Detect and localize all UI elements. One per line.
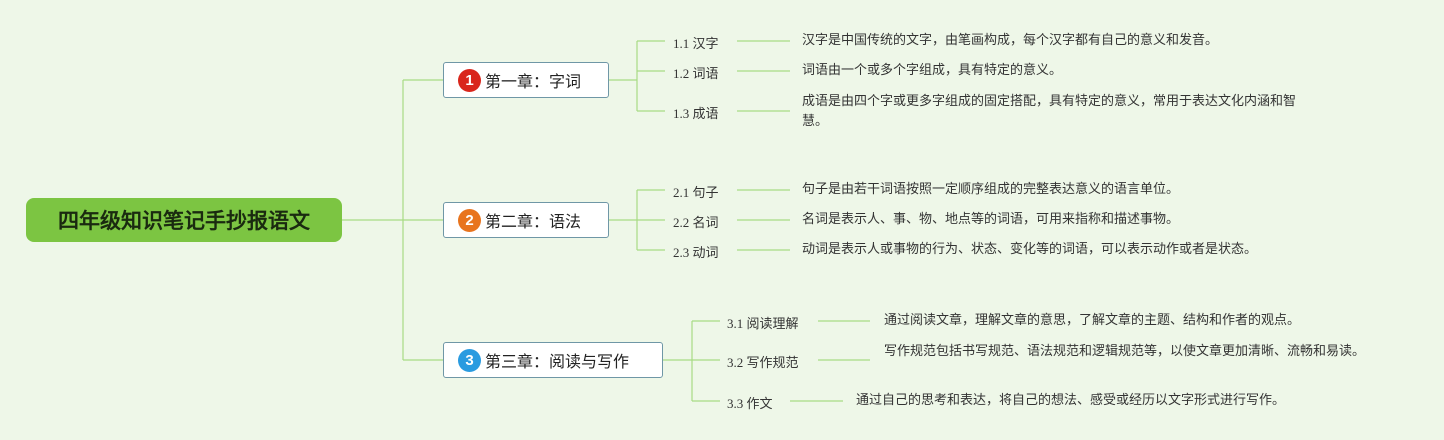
leaf-label[interactable]: 3.3 作文 (727, 396, 773, 411)
branch-title: 第一章：字词 (485, 72, 582, 91)
leaf-description: 成语是由四个字或更多字组成的固定搭配，具有特定的意义，常用于表达文化内涵和智慧。 (802, 94, 1297, 129)
leaf-description: 动词是表示人或事物的行为、状态、变化等的词语，可以表示动作或者是状态。 (802, 242, 1258, 257)
branch-title: 第二章：语法 (485, 212, 582, 231)
leaf-label[interactable]: 2.1 句子 (673, 185, 719, 200)
leaf-description: 写作规范包括书写规范、语法规范和逻辑规范等，以使文章更加清晰、流畅和易读。 (884, 344, 1366, 359)
branch-node-2[interactable]: 2 第二章：语法 (443, 202, 609, 238)
leaf-description: 句子是由若干词语按照一定顺序组成的完整表达意义的语言单位。 (802, 182, 1180, 197)
leaf-label[interactable]: 1.2 词语 (673, 66, 719, 81)
branch-node-3[interactable]: 3 第三章：阅读与写作 (443, 342, 663, 378)
number-badge-icon: 1 (458, 68, 481, 92)
leaf-label[interactable]: 3.2 写作规范 (727, 355, 799, 370)
leaf-label[interactable]: 2.3 动词 (673, 245, 719, 260)
leaf-label[interactable]: 1.1 汉字 (673, 36, 719, 51)
leaf-description: 汉字是中国传统的文字，由笔画构成，每个汉字都有自己的意义和发音。 (802, 33, 1219, 48)
leaf-label[interactable]: 2.2 名词 (673, 215, 719, 230)
root-node[interactable]: 四年级知识笔记手抄报语文 (26, 198, 342, 242)
number-badge-icon: 3 (458, 348, 481, 372)
number-badge-icon: 2 (458, 208, 481, 232)
branch-title: 第三章：阅读与写作 (485, 352, 630, 371)
leaf-description: 词语由一个或多个字组成，具有特定的意义。 (802, 63, 1063, 78)
leaf-label[interactable]: 3.1 阅读理解 (727, 316, 799, 331)
leaf-description: 通过阅读文章，理解文章的意思，了解文章的主题、结构和作者的观点。 (884, 313, 1301, 328)
branch-node-1[interactable]: 1 第一章：字词 (443, 62, 609, 98)
leaf-description: 通过自己的思考和表达，将自己的想法、感受或经历以文字形式进行写作。 (856, 393, 1286, 408)
leaf-label[interactable]: 1.3 成语 (673, 106, 719, 121)
leaf-description: 名词是表示人、事、物、地点等的词语，可用来指称和描述事物。 (802, 212, 1180, 227)
